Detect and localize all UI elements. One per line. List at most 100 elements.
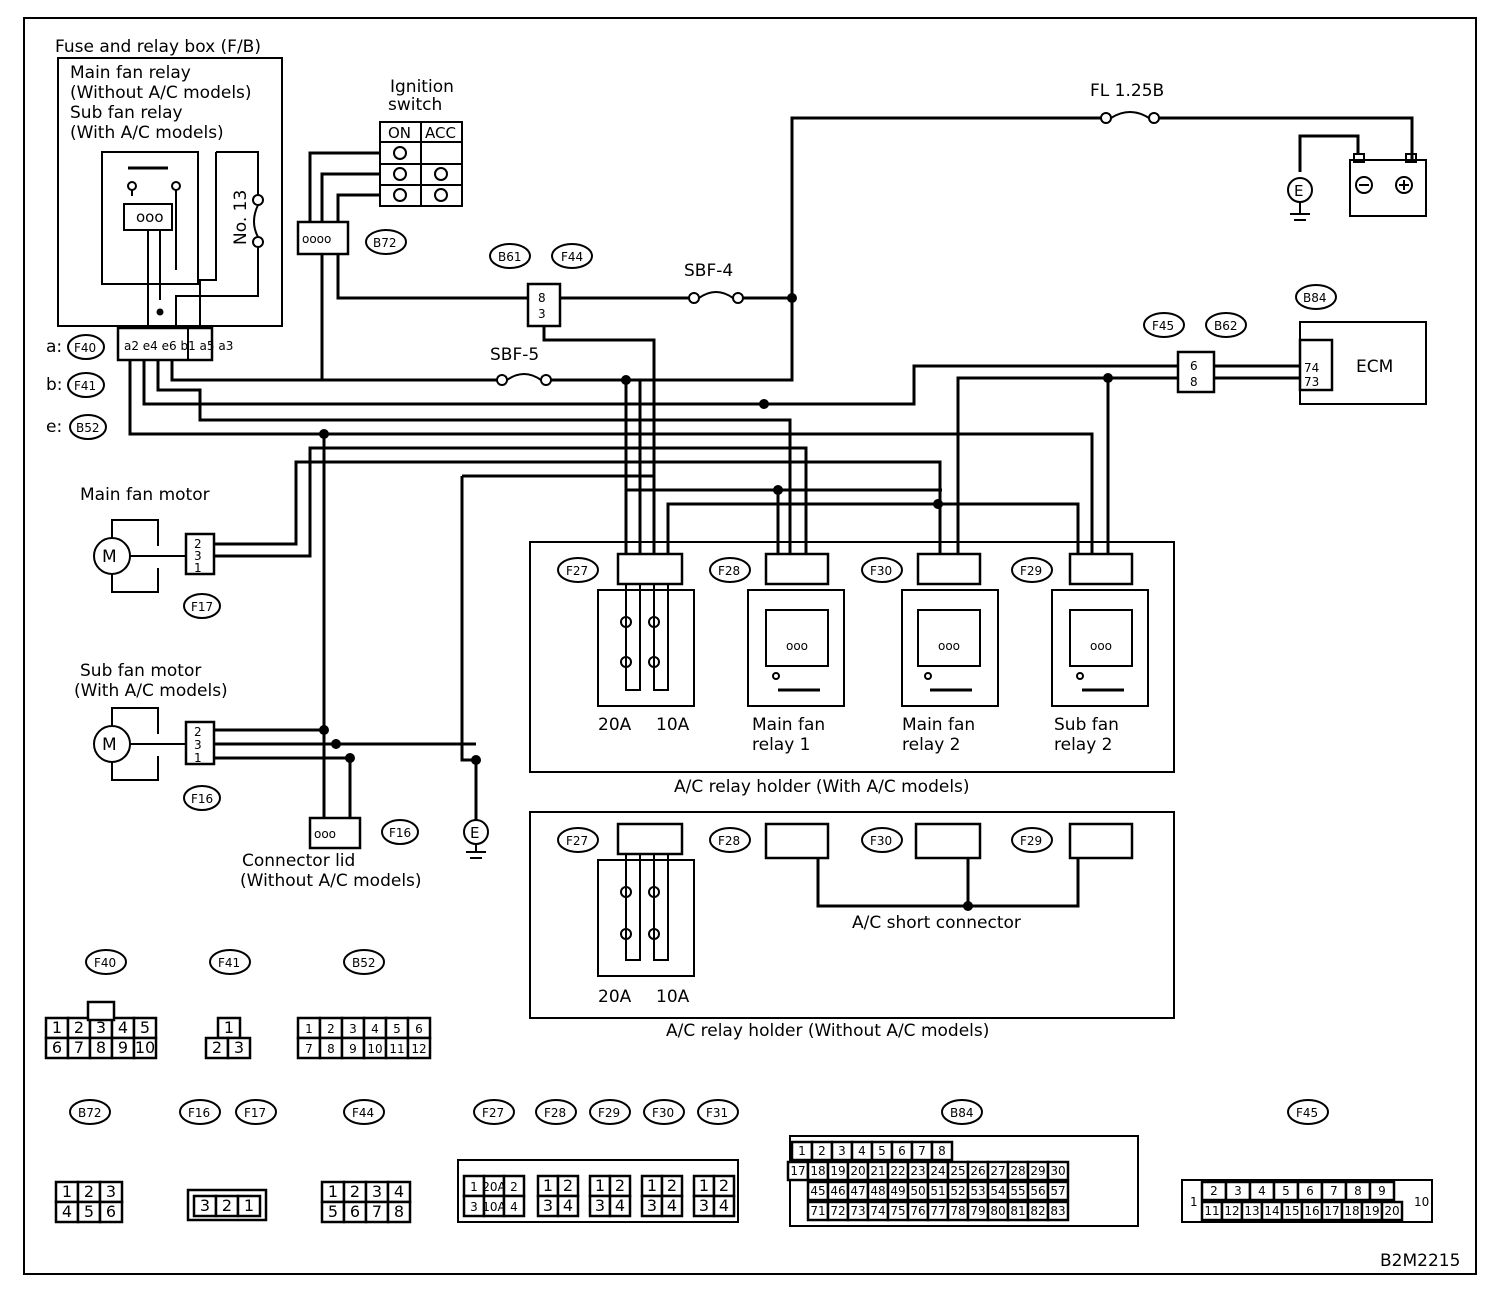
- svg-text:10: 10: [1414, 1195, 1429, 1209]
- svg-text:F29: F29: [598, 1106, 620, 1120]
- tag-F29-face: F29: [589, 1099, 631, 1125]
- pin-label: 6: [415, 1022, 423, 1036]
- ecm-label: ECM: [1356, 357, 1393, 377]
- pin-label: 71: [810, 1204, 825, 1218]
- sbf5-label: SBF-5: [490, 345, 539, 365]
- svg-text:F16: F16: [188, 1106, 210, 1120]
- pin-label: 3: [1234, 1184, 1242, 1198]
- svg-text:E: E: [470, 824, 479, 842]
- short-connector-label: A/C short connector: [852, 913, 1021, 933]
- ignition-switch: Ignition switch ON ACC: [379, 77, 463, 207]
- pin-label: 2: [1210, 1184, 1218, 1198]
- pin-label: 9: [1378, 1184, 1386, 1198]
- pin-label: 2: [667, 1176, 677, 1195]
- svg-text:8: 8: [1190, 375, 1198, 389]
- battery: [1298, 134, 1427, 217]
- fuse-relay-box-title: Fuse and relay box (F/B): [55, 37, 261, 57]
- tag-F29-with: F29: [1020, 564, 1042, 578]
- pin-label: 79: [970, 1204, 985, 1218]
- pin-label: 2: [615, 1176, 625, 1195]
- pin-label: 25: [950, 1164, 965, 1178]
- pin-label: 19: [830, 1164, 845, 1178]
- pin-label: 3: [200, 1196, 210, 1215]
- pin-label: 8: [1354, 1184, 1362, 1198]
- sub-fan-motor-label-2: (With A/C models): [74, 681, 228, 701]
- pin-label: 13: [1244, 1204, 1259, 1218]
- fb-line-3: Sub fan relay: [70, 103, 183, 123]
- pin-label: 1: [647, 1176, 657, 1195]
- pin-label: 6: [350, 1202, 360, 1221]
- pin-label: 3: [470, 1200, 478, 1214]
- pin-label: 4: [719, 1196, 729, 1215]
- sub-fan-motor: Sub fan motor (With A/C models) M 2 3 1 …: [74, 661, 228, 811]
- tag-F16: F16: [191, 792, 213, 806]
- pin-label: 24: [930, 1164, 945, 1178]
- pin-label: 45: [810, 1184, 825, 1198]
- pin-label: 23: [910, 1164, 925, 1178]
- fuse-no13-label: No. 13: [231, 190, 251, 245]
- pin-label: 12: [411, 1042, 426, 1056]
- pin-label: 4: [510, 1200, 518, 1214]
- svg-text:F45: F45: [1296, 1106, 1318, 1120]
- connector-B61-F44: B61 F44 8 3: [489, 243, 593, 328]
- pin-label: 18: [1344, 1204, 1359, 1218]
- tag-F27-with: F27: [566, 564, 588, 578]
- svg-text:1: 1: [194, 561, 202, 575]
- pin-label: 20A: [482, 1180, 506, 1194]
- pin-label: 53: [970, 1184, 985, 1198]
- pin-label: 52: [950, 1184, 965, 1198]
- main-fan-motor-label: Main fan motor: [80, 485, 210, 505]
- tag-F29-without: F29: [1020, 834, 1042, 848]
- pin-label: 2: [350, 1182, 360, 1201]
- pin-label: 4: [1258, 1184, 1266, 1198]
- pin-label: 1: [543, 1176, 553, 1195]
- svg-text:F31: F31: [706, 1106, 728, 1120]
- pin-label: 50: [910, 1184, 925, 1198]
- fuse-relay-box: Fuse and relay box (F/B) Main fan relay …: [55, 37, 283, 362]
- pin-label: 55: [1010, 1184, 1025, 1198]
- pin-label: 17: [1324, 1204, 1339, 1218]
- pin-label: 80: [990, 1204, 1005, 1218]
- svg-text:F17: F17: [244, 1106, 266, 1120]
- tag-F28-with: F28: [718, 564, 740, 578]
- connector-F45-B62: F45 B62 6 8: [1143, 312, 1247, 394]
- ac-relay-holder-without: A/C relay holder (Without A/C models) F2…: [529, 811, 1175, 1041]
- pin-label: 1: [224, 1018, 234, 1037]
- tag-F31-face: F31: [697, 1099, 739, 1125]
- tag-B72-face: B72: [69, 1099, 111, 1125]
- pin-label: 21: [870, 1164, 885, 1178]
- pin-label: 5: [140, 1018, 150, 1037]
- pin-label: 1: [244, 1196, 254, 1215]
- pin-label: 54: [990, 1184, 1005, 1198]
- pin-label: 4: [394, 1182, 404, 1201]
- svg-text:6: 6: [1190, 359, 1198, 373]
- pin-label: 29: [1030, 1164, 1045, 1178]
- earth-motor: E: [463, 819, 489, 859]
- tag-B52: B52: [76, 421, 100, 435]
- svg-text:F28: F28: [544, 1106, 566, 1120]
- pin-label: 4: [118, 1018, 128, 1037]
- pin-label: 2: [563, 1176, 573, 1195]
- pin-label: 46: [830, 1184, 845, 1198]
- fuse-20a-without: 20A: [598, 987, 632, 1007]
- pin-label: 8: [327, 1042, 335, 1056]
- pin-label: 20: [1384, 1204, 1399, 1218]
- pin-label: 18: [810, 1164, 825, 1178]
- svg-text:74: 74: [1304, 361, 1319, 375]
- pin-label: 8: [96, 1038, 106, 1057]
- pin-label: 3: [349, 1022, 357, 1036]
- ignition-acc: ACC: [425, 124, 456, 142]
- pin-label: 48: [870, 1184, 885, 1198]
- pin-label: 5: [84, 1202, 94, 1221]
- svg-text:1: 1: [1190, 1195, 1198, 1209]
- pin-label: 77: [930, 1204, 945, 1218]
